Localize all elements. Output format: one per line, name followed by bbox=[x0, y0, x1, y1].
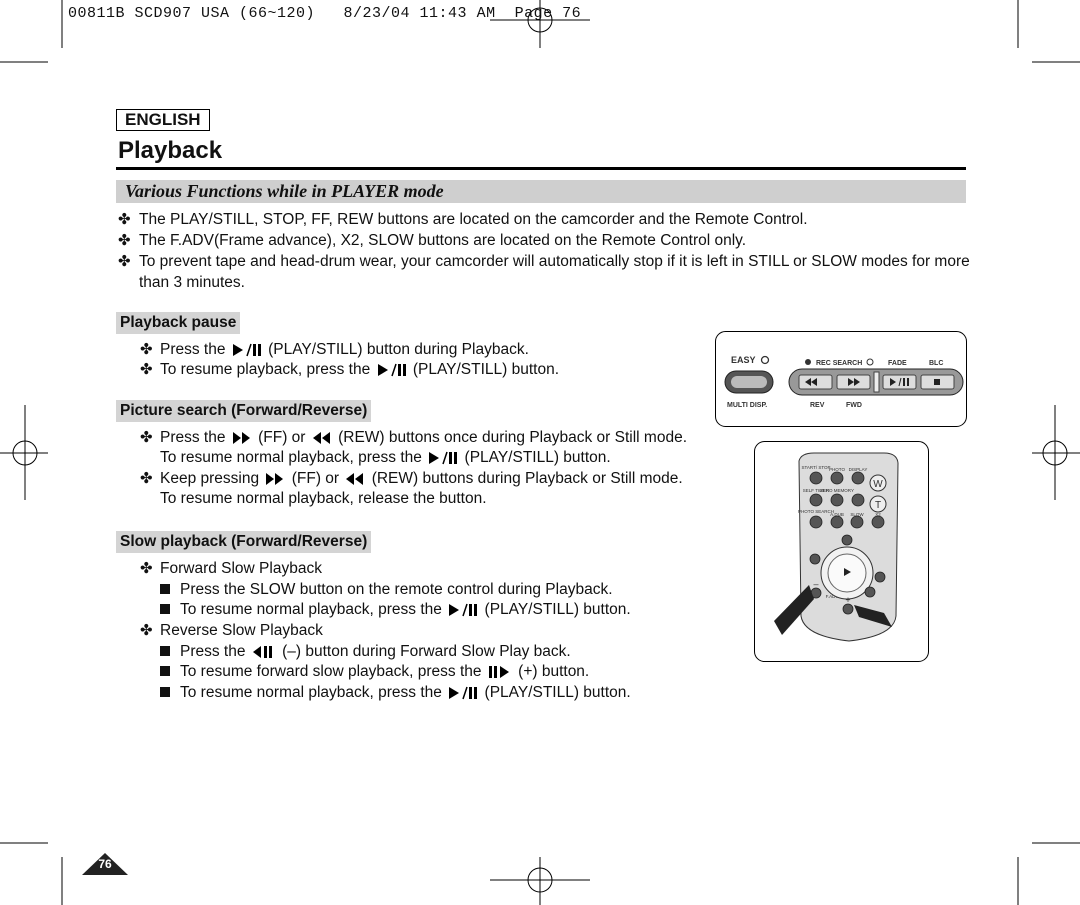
search-line-3: Keep pressing (FF) or (REW) buttons duri… bbox=[160, 470, 683, 487]
fade-label: FADE bbox=[888, 360, 907, 367]
rewind-icon bbox=[312, 431, 330, 444]
rec-search-label: REC SEARCH bbox=[816, 360, 862, 367]
rev-label: REV bbox=[810, 402, 825, 409]
title-rule bbox=[116, 167, 966, 170]
blc-label: BLC bbox=[929, 360, 943, 367]
language-badge: ENGLISH bbox=[116, 109, 210, 131]
remote-control-illustration: START/ STOP PHOTO DISPLAY SELF TIMER ZER… bbox=[754, 441, 929, 662]
slow-playback-heading: Slow playback (Forward/Reverse) bbox=[116, 531, 372, 553]
rewind-icon bbox=[346, 472, 364, 485]
play-still-icon bbox=[232, 343, 261, 357]
play-still-icon bbox=[377, 363, 406, 377]
fwd-label: FWD bbox=[846, 402, 862, 409]
arrow-reverse-slow-icon bbox=[774, 585, 814, 635]
remote-play-icon bbox=[844, 568, 851, 576]
play-still-icon bbox=[429, 451, 458, 465]
search-line-2: To resume normal playback, press the (PL… bbox=[160, 449, 611, 466]
square-bullet-icon bbox=[160, 687, 170, 697]
reverse-slow-icon bbox=[252, 645, 272, 658]
zoom-t-label: T bbox=[875, 500, 881, 511]
minus-label: – bbox=[813, 579, 818, 589]
square-bullet-icon bbox=[160, 604, 170, 614]
divider bbox=[873, 371, 880, 393]
forward-slow-icon bbox=[488, 665, 509, 678]
zoom-w-label: W bbox=[873, 479, 883, 490]
easy-q-label: EASY bbox=[731, 355, 756, 365]
forward-slow-step-1: Press the SLOW button on the remote cont… bbox=[160, 580, 613, 600]
reverse-slow-step-3: To resume normal playback, press the (PL… bbox=[160, 683, 631, 703]
start-stop-label: START/ STOP bbox=[801, 465, 830, 470]
page-number-badge bbox=[82, 853, 128, 875]
page-title: Playback bbox=[118, 137, 223, 164]
bullet-icon: ✤ bbox=[140, 622, 153, 639]
photo-search-label: PHOTO SEARCH bbox=[798, 509, 834, 514]
multi-disp-label: MULTI DISP. bbox=[727, 402, 767, 409]
x2-label: X2 bbox=[875, 512, 881, 517]
arrow-forward-slow-icon bbox=[854, 605, 892, 627]
zero-memory-label: ZERO MEMORY bbox=[820, 488, 854, 493]
search-line-1: Press the (FF) or (REW) buttons once dur… bbox=[160, 429, 687, 446]
playback-pause-heading: Playback pause bbox=[116, 312, 241, 334]
fast-forward-icon bbox=[266, 472, 284, 485]
search-line-4: To resume normal playback, release the b… bbox=[160, 490, 487, 507]
forward-slow-title: Forward Slow Playback bbox=[160, 560, 322, 577]
intro-bullet-3-cont: than 3 minutes. bbox=[139, 274, 245, 291]
photo-label: PHOTO bbox=[829, 467, 845, 472]
bullet-icon: ✤ bbox=[140, 341, 153, 358]
slow-label: SLOW bbox=[850, 512, 864, 517]
bullet-icon: ✤ bbox=[140, 429, 153, 446]
fadv-label: F.ADV bbox=[826, 594, 839, 599]
square-bullet-icon bbox=[160, 646, 170, 656]
reverse-slow-title: Reverse Slow Playback bbox=[160, 622, 323, 639]
print-header: 00811B SCD907 USA (66~120) 8/23/04 11:43… bbox=[68, 5, 582, 22]
reverse-slow-step-1: Press the (–) button during Forward Slow… bbox=[160, 642, 571, 662]
bullet-icon: ✤ bbox=[140, 470, 153, 487]
reverse-slow-step-2: To resume forward slow playback, press t… bbox=[160, 662, 589, 682]
page-number: 76 bbox=[98, 857, 112, 871]
bullet-icon: ✤ bbox=[140, 560, 153, 577]
intro-bullet-2: The F.ADV(Frame advance), X2, SLOW butto… bbox=[139, 232, 747, 249]
a-dub-label: A.DUB bbox=[830, 512, 844, 517]
picture-search-heading: Picture search (Forward/Reverse) bbox=[116, 400, 372, 422]
fast-forward-icon bbox=[232, 431, 250, 444]
plus-label: + bbox=[845, 595, 850, 605]
pause-line-1: Press the (PLAY/STILL) button during Pla… bbox=[160, 341, 529, 358]
bullet-icon: ✤ bbox=[118, 253, 131, 270]
play-still-icon bbox=[449, 686, 478, 700]
pause-line-2: To resume playback, press the (PLAY/STIL… bbox=[160, 361, 560, 378]
square-bullet-icon bbox=[160, 584, 170, 594]
bullet-icon: ✤ bbox=[118, 232, 131, 249]
multi-disp-button-face bbox=[731, 376, 767, 388]
forward-slow-step-2: To resume normal playback, press the (PL… bbox=[160, 600, 631, 620]
bullet-icon: ✤ bbox=[140, 361, 153, 378]
camcorder-panel-illustration: EASY REC SEARCH FADE BLC MULTI DISP. REV… bbox=[715, 331, 967, 427]
rec-search-plus-icon bbox=[866, 358, 874, 366]
self-timer-label: SELF TIMER bbox=[803, 488, 830, 493]
section-title: Various Functions while in PLAYER mode bbox=[125, 181, 444, 201]
easy-q-icon bbox=[760, 355, 770, 365]
play-still-icon bbox=[449, 603, 478, 617]
intro-bullet-3: To prevent tape and head-drum wear, your… bbox=[139, 253, 970, 270]
rec-search-minus-icon bbox=[805, 359, 811, 365]
section-bar: Various Functions while in PLAYER mode bbox=[116, 180, 966, 203]
square-bullet-icon bbox=[160, 666, 170, 676]
intro-bullet-1: The PLAY/STILL, STOP, FF, REW buttons ar… bbox=[139, 211, 808, 228]
bullet-icon: ✤ bbox=[118, 211, 131, 228]
display-label: DISPLAY bbox=[849, 467, 868, 472]
